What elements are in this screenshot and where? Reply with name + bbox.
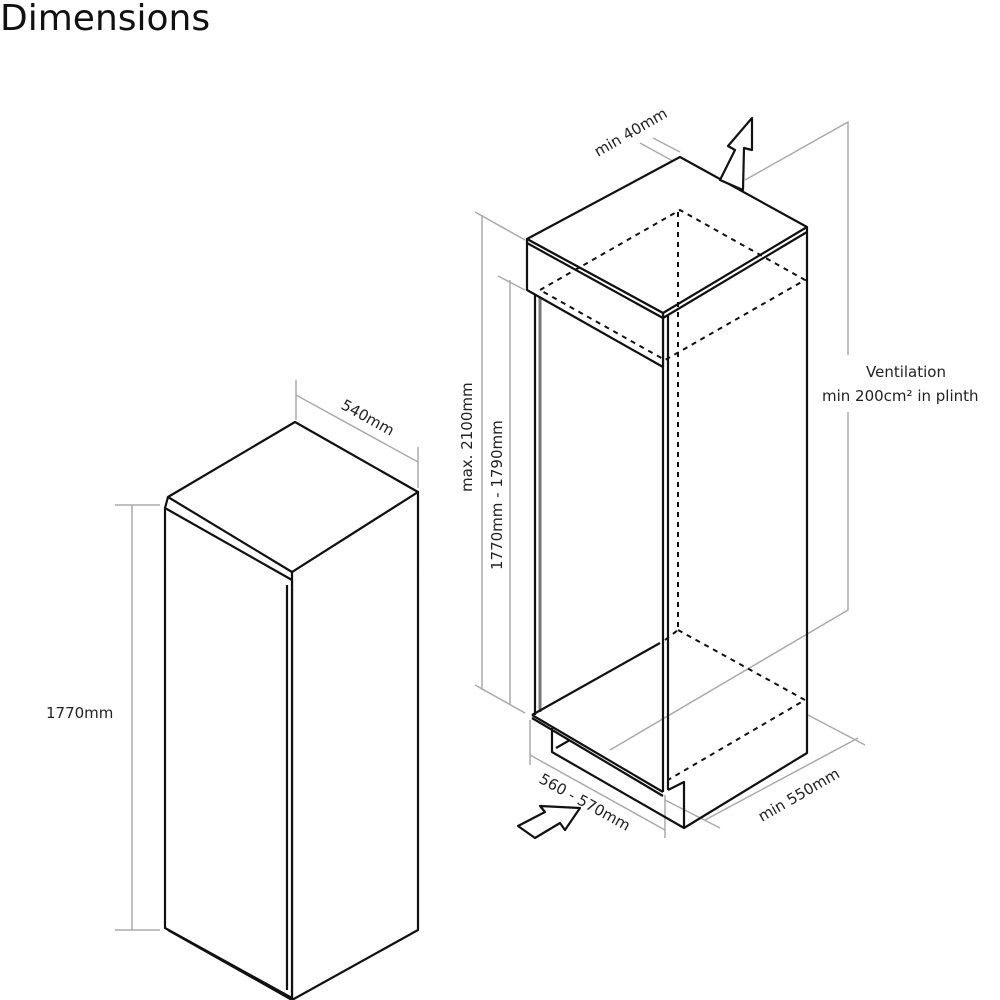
air-inlet-arrow-icon bbox=[516, 804, 582, 840]
appliance-door bbox=[163, 506, 294, 1000]
appliance-height-label: 1770mm bbox=[46, 704, 113, 722]
appliance-top bbox=[166, 420, 420, 574]
niche-height-label: 1770mm - 1790mm bbox=[488, 420, 506, 570]
appliance-depth-label: 540mm bbox=[338, 396, 397, 440]
appliance-side bbox=[290, 490, 420, 1000]
page-title: Dimensions bbox=[0, 0, 211, 39]
max-height-label: max. 2100mm bbox=[458, 382, 476, 492]
appliance-depth-dimension bbox=[295, 380, 419, 488]
niche-depth-label: min 550mm bbox=[755, 764, 843, 825]
ventilation-label-line2: min 200cm² in plinth bbox=[822, 387, 979, 405]
ventilation-label-line1: Ventilation bbox=[866, 363, 946, 381]
appliance-height-dimension bbox=[115, 504, 160, 931]
top-gap-label: min 40mm bbox=[591, 104, 670, 160]
niche-drawing: min 40mm max. 2100mm 1770mm - 1790mm Ven… bbox=[458, 104, 979, 840]
air-outlet-arrow-icon bbox=[718, 116, 754, 192]
appliance-drawing: 540mm 1770mm bbox=[46, 380, 420, 1000]
